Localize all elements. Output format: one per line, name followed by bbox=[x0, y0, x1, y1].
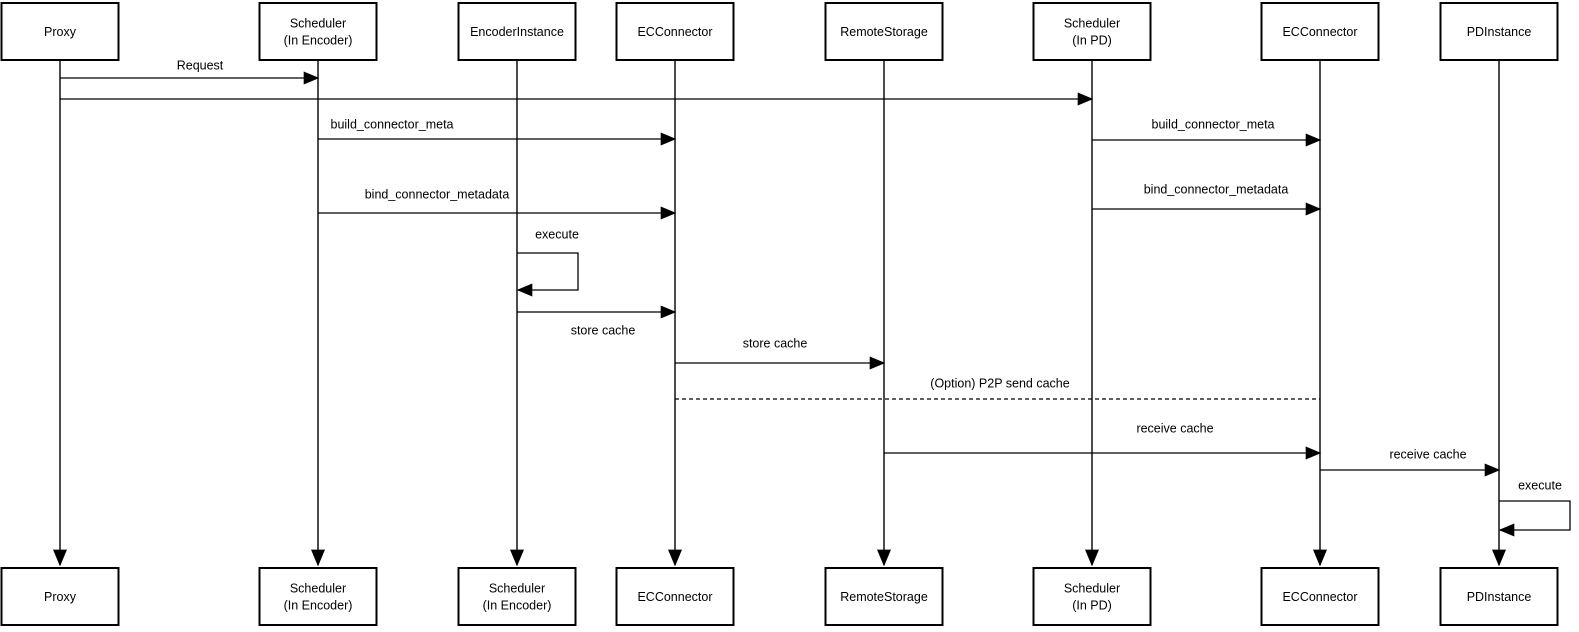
participant-ecconnector-1-top-box bbox=[615, 2, 735, 61]
message-bind-connector-metadata-left-label: bind_connector_metadata bbox=[365, 187, 510, 201]
message-bind-connector-metadata-right-label: bind_connector_metadata bbox=[1144, 182, 1289, 196]
participant-proxy-top-label: Proxy bbox=[44, 25, 77, 39]
participant-proxy-top-box bbox=[0, 2, 120, 61]
participant-scheduler-pd-bottom-label: Scheduler bbox=[1064, 581, 1120, 595]
message-p2p-send-cache: (Option) P2P send cache bbox=[675, 376, 1320, 400]
participant-encoder-instance-top-label: EncoderInstance bbox=[470, 25, 564, 39]
message-execute-encoder-label: execute bbox=[535, 227, 579, 241]
message-build-connector-meta-left-label: build_connector_meta bbox=[331, 117, 454, 131]
message-store-cache-to-connector: store cache bbox=[517, 305, 677, 337]
participant-scheduler-encoder-top-box bbox=[258, 2, 378, 61]
participant-remote-storage-bottom-box bbox=[824, 567, 944, 626]
participant-pdinstance-bottom-label: PDInstance bbox=[1467, 590, 1532, 604]
message-execute-encoder-loop bbox=[516, 252, 579, 297]
message-store-cache-to-connector-label: store cache bbox=[571, 323, 636, 337]
message-receive-cache-to-pd-label: receive cache bbox=[1389, 447, 1466, 461]
participant-encoder-instance-top-box bbox=[457, 2, 577, 61]
participant-scheduler-pd-top-label: Scheduler bbox=[1064, 16, 1120, 30]
participant-scheduler-pd: Scheduler (In PD) Scheduler (In PD) bbox=[1032, 2, 1152, 626]
message-execute-pd-label: execute bbox=[1518, 478, 1562, 492]
participant-ecconnector-2-top-label: ECConnector bbox=[1282, 25, 1357, 39]
participant-ecconnector-2-bottom-label: ECConnector bbox=[1282, 590, 1357, 604]
message-receive-cache-to-pd: receive cache bbox=[1320, 447, 1501, 477]
participant-encoder-instance-bottom-label: Scheduler bbox=[489, 581, 545, 595]
message-store-cache-to-storage: store cache bbox=[675, 336, 886, 370]
participant-scheduler-pd-top-box bbox=[1032, 2, 1152, 61]
participant-scheduler-encoder-bottom-label: Scheduler bbox=[290, 581, 346, 595]
participant-proxy-bottom-label: Proxy bbox=[44, 590, 77, 604]
message-request: Request bbox=[60, 58, 320, 85]
participant-remote-storage-top-label: RemoteStorage bbox=[840, 25, 928, 39]
participant-pdinstance-top-label: PDInstance bbox=[1467, 25, 1532, 39]
message-build-connector-meta-left: build_connector_meta bbox=[318, 117, 677, 146]
message-execute-pd: execute bbox=[1498, 478, 1571, 537]
participant-encoder-instance-bottom-label: (In Encoder) bbox=[483, 598, 552, 612]
message-build-connector-meta-right-label: build_connector_meta bbox=[1152, 117, 1275, 131]
participant-scheduler-encoder-top-label: Scheduler bbox=[290, 16, 346, 30]
message-receive-cache-from-storage-label: receive cache bbox=[1136, 421, 1213, 435]
participant-scheduler-pd-bottom-box bbox=[1032, 567, 1152, 626]
message-bind-connector-metadata-right: bind_connector_metadata bbox=[1092, 182, 1322, 216]
message-request-label: Request bbox=[177, 58, 224, 72]
participant-scheduler-encoder: Scheduler (In Encoder) Scheduler (In Encode… bbox=[258, 2, 378, 626]
participant-scheduler-pd-bottom-label: (In PD) bbox=[1072, 598, 1112, 612]
participant-ecconnector-1-top-label: ECConnector bbox=[637, 25, 712, 39]
participant-encoder-instance-bottom-box bbox=[457, 567, 577, 626]
participant-ecconnector-2-bottom-box bbox=[1260, 567, 1380, 626]
message-build-connector-meta-right: build_connector_meta bbox=[1092, 117, 1322, 147]
participant-scheduler-pd-top-label: (In PD) bbox=[1072, 33, 1112, 47]
message-bind-connector-metadata-left: bind_connector_metadata bbox=[318, 187, 677, 220]
participant-proxy-bottom-box bbox=[0, 567, 120, 626]
message-p2p-send-cache-label: (Option) P2P send cache bbox=[930, 376, 1069, 390]
participant-remote-storage-bottom-label: RemoteStorage bbox=[840, 590, 928, 604]
participant-ecconnector-1-bottom-label: ECConnector bbox=[637, 590, 712, 604]
participant-pdinstance-bottom-box bbox=[1439, 567, 1559, 626]
participant-scheduler-encoder-bottom-box bbox=[258, 567, 378, 626]
message-execute-pd-loop bbox=[1498, 500, 1571, 537]
message-execute-encoder: execute bbox=[516, 227, 579, 297]
message-receive-cache-from-storage: receive cache bbox=[884, 421, 1322, 460]
participant-scheduler-encoder-bottom-label: (In Encoder) bbox=[284, 598, 353, 612]
participant-ecconnector-2-top-box bbox=[1260, 2, 1380, 61]
message-store-cache-to-storage-label: store cache bbox=[743, 336, 808, 350]
participant-ecconnector-1-bottom-box bbox=[615, 567, 735, 626]
participant-remote-storage-top-box bbox=[824, 2, 944, 61]
participant-pdinstance-top-box bbox=[1439, 2, 1559, 61]
participant-scheduler-encoder-top-label: (In Encoder) bbox=[284, 33, 353, 47]
